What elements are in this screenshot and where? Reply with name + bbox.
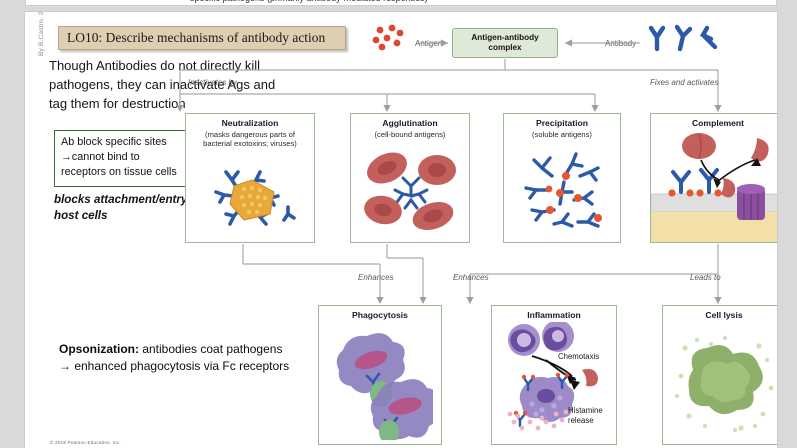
label-fixes-and-activates: Fixes and activates bbox=[650, 78, 719, 87]
neutralized-virus-art bbox=[214, 170, 296, 226]
opsonization-line2: → enhanced phagocytosis via Fc receptors bbox=[59, 359, 290, 373]
complement-membrane-art bbox=[651, 133, 777, 242]
opsonization-text: antibodies coat pathogens bbox=[139, 342, 283, 356]
label-chemotaxis: Chemotaxis bbox=[558, 352, 600, 361]
previous-slide-sheet bbox=[25, 0, 777, 6]
learning-objective-title: LO10: Describe mechanisms of antibody ac… bbox=[58, 26, 346, 50]
antigen-label: Antigen bbox=[415, 39, 443, 48]
node-phagocytosis[interactable]: Phagocytosis bbox=[318, 305, 442, 445]
opsonization-label: Opsonization: bbox=[59, 342, 139, 356]
node-agglutination[interactable]: Agglutination (cell-bound antigens) bbox=[350, 113, 470, 243]
complex-label-line2: complex bbox=[488, 43, 522, 52]
antibody-action-diagram: Antigen Antigen-antibody complex Antibod… bbox=[25, 12, 777, 448]
blocks-attachment-note: blocks attachment/entry into host cells bbox=[54, 193, 212, 222]
label-histamine-1: Histamine bbox=[568, 406, 603, 415]
node-neutralization-sub: (masks dangerous parts of bacterial exot… bbox=[203, 130, 297, 149]
slide-canvas: By B.Castro, 2026 LO10: Describe mechani… bbox=[25, 12, 777, 448]
node-inflammation-title: Inflammation bbox=[527, 310, 581, 320]
node-phagocytosis-title: Phagocytosis bbox=[352, 310, 408, 320]
previous-slide-strip: specific pathogens (primarily antibody-m… bbox=[0, 0, 797, 12]
node-cell-lysis[interactable]: Cell lysis bbox=[662, 305, 777, 445]
callout-line-2: →cannot bind to bbox=[61, 151, 140, 163]
node-neutralization-title: Neutralization bbox=[221, 118, 279, 128]
callout-line-1: Ab block specific sites bbox=[61, 136, 167, 148]
lysed-cell-art bbox=[674, 335, 774, 432]
callout-line-3: receptors on tissue cells bbox=[61, 166, 177, 178]
inflammation-art bbox=[507, 322, 598, 431]
node-inflammation[interactable]: Inflammation bbox=[491, 305, 617, 445]
antibody-label: Antibody bbox=[605, 39, 637, 48]
opsonization-note: Opsonization: antibodies coat pathogens … bbox=[59, 341, 327, 375]
label-leads-to: Leads to bbox=[690, 273, 721, 282]
intro-paragraph: Though Antibodies do not directly kill p… bbox=[49, 58, 276, 111]
node-precipitation-title: Precipitation bbox=[535, 118, 589, 128]
node-complement-title: Complement bbox=[691, 118, 745, 128]
node-neutralization[interactable]: Neutralization (masks dangerous parts of… bbox=[185, 113, 315, 243]
antigen-antibody-complex-node: Antigen-antibody complex bbox=[452, 28, 558, 58]
node-agglutination-sub: (cell-bound antigens) bbox=[374, 130, 446, 139]
label-inactivates-by: Inactivates by bbox=[188, 78, 237, 87]
node-agglutination-title: Agglutination bbox=[382, 118, 438, 128]
node-precipitation[interactable]: Precipitation (soluble antigens) bbox=[503, 113, 621, 243]
label-enhances-left: Enhances bbox=[358, 273, 394, 282]
label-enhances-mid: Enhances bbox=[453, 273, 489, 282]
antibody-icons bbox=[648, 24, 718, 52]
phagocyte-art bbox=[336, 333, 433, 440]
complex-label-line1: Antigen-antibody bbox=[471, 32, 539, 42]
antigen-icon bbox=[372, 24, 404, 51]
copyright-notice: © 2018 Pearson Education, Inc. bbox=[50, 440, 121, 445]
node-cell-lysis-title: Cell lysis bbox=[705, 310, 743, 320]
node-precipitation-sub: (soluble antigens) bbox=[532, 130, 592, 139]
node-complement[interactable]: Complement bbox=[650, 113, 777, 243]
agglutinated-rbc-art bbox=[364, 152, 456, 230]
previous-slide-text: specific pathogens (primarily antibody-m… bbox=[190, 0, 428, 3]
precipitated-lattice-art bbox=[524, 152, 602, 228]
label-histamine-2: release bbox=[568, 416, 594, 425]
